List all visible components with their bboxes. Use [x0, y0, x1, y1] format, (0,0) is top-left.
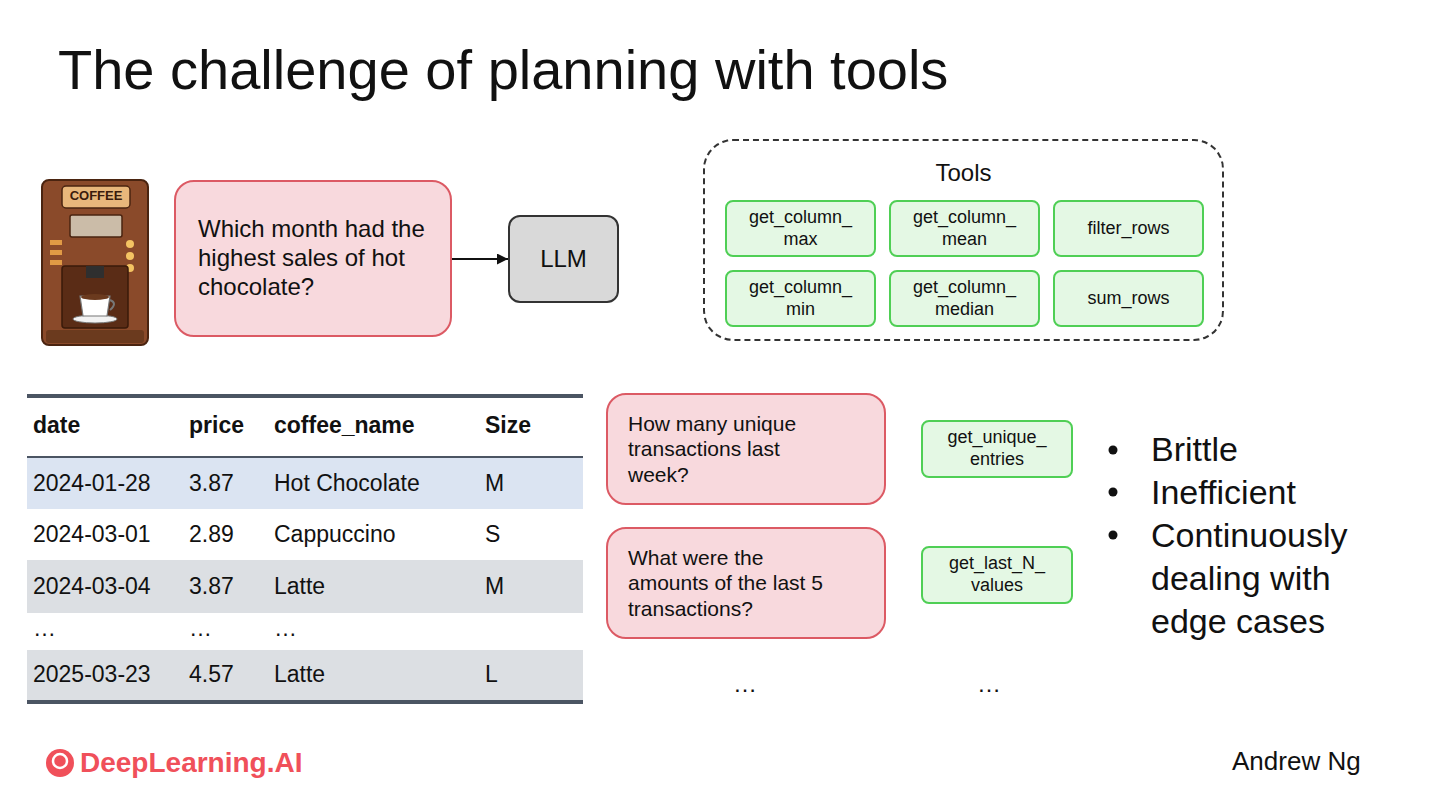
machine-label: COFFEE: [62, 188, 130, 204]
bullet-dot: [1109, 531, 1118, 540]
machine-bay: [62, 266, 128, 328]
table-cell: M: [485, 470, 504, 498]
table-cell: 2025-03-23: [33, 661, 151, 689]
table-cell: Latte: [274, 661, 325, 689]
table-ellipsis: …: [189, 615, 212, 643]
node-text: get_column_ mean: [903, 207, 1026, 250]
tool-box: sum_rows: [1053, 270, 1204, 327]
node-text: get_column_ median: [903, 277, 1026, 320]
bullet-dot: [1109, 488, 1118, 497]
bullet-text: Brittle: [1151, 428, 1238, 471]
table-header: coffee_name: [274, 412, 415, 440]
node-text: get_column_ max: [739, 207, 862, 250]
tool-box: get_column_ median: [889, 270, 1040, 327]
machine-knob: [126, 252, 134, 260]
table-row-band: [27, 560, 583, 613]
tool-box: get_column_ max: [725, 200, 876, 257]
table-row-band: [27, 650, 583, 701]
node-text: sum_rows: [1067, 288, 1190, 310]
table-cell: 4.57: [189, 661, 234, 689]
node-text: LLM: [516, 245, 611, 274]
question-box: What were the amounts of the last 5 tran…: [606, 527, 886, 639]
table-header: Size: [485, 412, 531, 440]
cup-handle: [110, 300, 114, 310]
table-cell: L: [485, 661, 498, 689]
coffee-machine: [42, 180, 148, 345]
logo-text: DeepLearning.AI: [80, 746, 302, 780]
machine-nozzle: [86, 266, 104, 278]
logo-ring: [53, 754, 67, 768]
node-text: filter_rows: [1067, 218, 1190, 240]
tool-box: get_last_N_ values: [921, 546, 1073, 604]
table-cell: S: [485, 521, 500, 549]
machine-base: [46, 330, 144, 343]
tool-box: get_column_ mean: [889, 200, 1040, 257]
ellipsis: …: [733, 670, 757, 699]
machine-plaque: [62, 186, 130, 208]
tool-box: get_column_ min: [725, 270, 876, 327]
table-cell: M: [485, 573, 504, 601]
table-cell: 2.89: [189, 521, 234, 549]
bullet-dots: [1109, 446, 1118, 540]
data-table: [27, 396, 583, 702]
table-header: price: [189, 412, 244, 440]
node-text: Which month had the highest sales of hot…: [198, 215, 432, 301]
ellipsis: …: [977, 670, 1001, 699]
table-cell: Hot Chocolate: [274, 470, 420, 498]
bullet-text: Inefficient: [1151, 471, 1296, 514]
machine-button: [50, 250, 62, 255]
tool-box: get_unique_ entries: [921, 420, 1073, 478]
table-rule: [27, 700, 583, 704]
node-text: How many unique transactions last week?: [628, 411, 844, 487]
bullet-dot: [1109, 446, 1118, 455]
table-rule: [27, 456, 583, 458]
table-cell: 2024-01-28: [33, 470, 151, 498]
table-header: date: [33, 412, 80, 440]
machine-body: [42, 180, 148, 345]
table-cell: 3.87: [189, 573, 234, 601]
tools-group: Tools get_column_ max get_column_ mean filt…: [703, 139, 1224, 341]
table-cell: 2024-03-01: [33, 521, 151, 549]
machine-button: [50, 240, 62, 245]
table-cell: Latte: [274, 573, 325, 601]
table-cell: Cappuccino: [274, 521, 395, 549]
node-text: get_last_N_ values: [935, 553, 1059, 596]
table-row-band: [27, 458, 583, 509]
machine-knob: [126, 240, 134, 248]
slide-title: The challenge of planning with tools: [58, 36, 948, 103]
logo-icon: [46, 749, 74, 777]
author-name: Andrew Ng: [1232, 746, 1361, 777]
bullet-text: Continuously dealing with edge cases: [1151, 514, 1401, 643]
tool-box: filter_rows: [1053, 200, 1204, 257]
logo-circle: [46, 749, 74, 777]
machine-button: [50, 260, 62, 265]
cup-coffee: [81, 294, 109, 300]
llm-box: LLM: [508, 215, 619, 303]
table-rule: [27, 394, 583, 398]
question-box: How many unique transactions last week?: [606, 393, 886, 505]
table-ellipsis: …: [33, 615, 56, 643]
question-box: Which month had the highest sales of hot…: [174, 180, 452, 337]
table-cell: 2024-03-04: [33, 573, 151, 601]
node-text: Tools: [705, 159, 1222, 188]
node-text: What were the amounts of the last 5 tran…: [628, 545, 844, 621]
node-text: get_unique_ entries: [935, 427, 1059, 470]
table-cell: 3.87: [189, 470, 234, 498]
table-ellipsis: …: [274, 615, 297, 643]
machine-screen: [70, 215, 122, 237]
arrow-connector: [452, 258, 508, 260]
node-text: get_column_ min: [739, 277, 862, 320]
